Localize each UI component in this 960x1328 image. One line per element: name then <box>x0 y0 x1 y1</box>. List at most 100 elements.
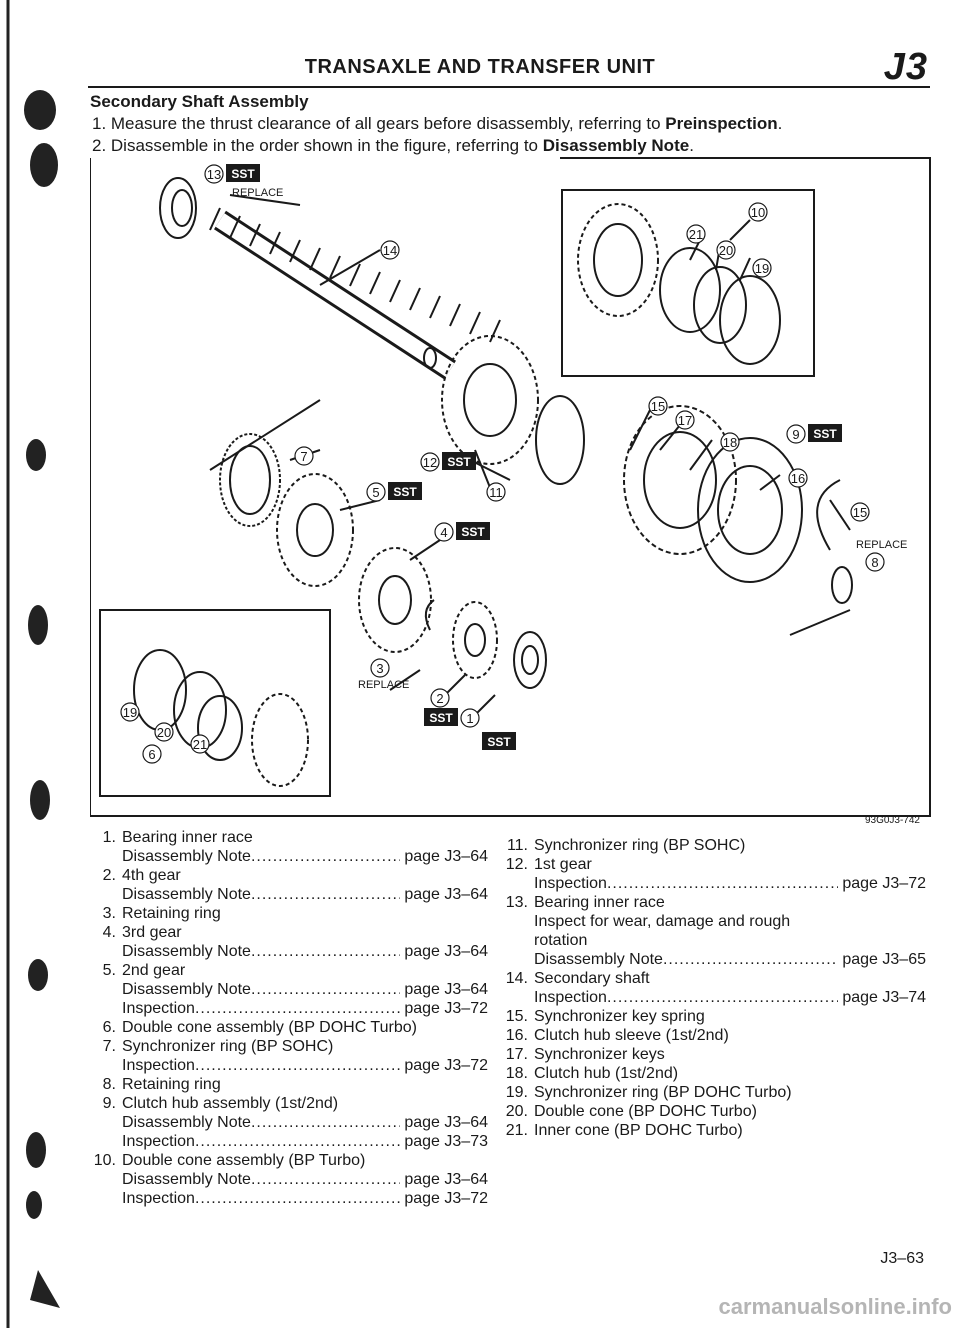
step-2: 2. Disassemble in the order shown in the… <box>92 136 694 155</box>
reference-label: Inspection <box>122 1190 195 1207</box>
svg-text:3: 3 <box>376 661 383 676</box>
svg-text:8: 8 <box>871 555 878 570</box>
part-item: 14.Secondary shaft <box>500 969 926 988</box>
part-number: 18. <box>505 1065 528 1082</box>
part-reference: Disassembly Note page J3–64 <box>88 885 488 904</box>
part-item: 20.Double cone (BP DOHC Turbo) <box>500 1102 926 1121</box>
callout-3: 3 <box>370 658 390 678</box>
reference-page: page J3–74 <box>842 989 926 1006</box>
part-number: 9. <box>102 1095 116 1112</box>
svg-text:20: 20 <box>719 243 733 258</box>
reference-label: Disassembly Note <box>534 951 663 968</box>
svg-text:14: 14 <box>383 243 397 258</box>
svg-text:13: 13 <box>207 167 221 182</box>
callout-17: 17 <box>675 410 695 430</box>
reference-label: Inspection <box>122 1057 195 1074</box>
reference-leader <box>251 847 400 866</box>
callout-6: 6 <box>142 744 162 764</box>
part-reference: Disassembly Note page J3–64 <box>88 980 488 999</box>
sst-badge-9: SST <box>808 424 842 442</box>
part-reference: Inspection page J3–72 <box>88 999 488 1018</box>
reference-label: Inspection <box>122 1000 195 1017</box>
reference-page: page J3–64 <box>404 1114 488 1131</box>
section-title: Secondary Shaft Assembly <box>90 92 309 111</box>
sst-badge-13: SST <box>226 164 260 182</box>
clutch-hub-assembly-9 <box>623 405 737 555</box>
part-item: 2.4th gear <box>88 866 488 885</box>
part-reference: Inspectionpage J3–72 <box>88 1056 488 1075</box>
svg-text:SST: SST <box>813 427 837 441</box>
callout-12: 12 <box>420 452 440 472</box>
part-reference: Inspectionpage J3–72 <box>88 1189 488 1208</box>
reference-page: page J3–64 <box>404 1171 488 1188</box>
second-gear-5 <box>276 473 354 587</box>
part-name: 4th gear <box>122 867 181 884</box>
exploded-view-figure: 13 SST REPLACE 14 10 21 20 19 1 5 <box>90 157 931 817</box>
callout-14: 14 <box>380 240 400 260</box>
part-item: 19.Synchronizer ring (BP DOHC Turbo) <box>500 1083 926 1102</box>
part-number: 15. <box>505 1008 528 1025</box>
reference-leader <box>251 980 400 999</box>
reference-label: Disassembly Note <box>122 981 251 998</box>
replace-label-3: REPLACE <box>358 679 409 691</box>
reference-label: Disassembly Note <box>122 886 251 903</box>
header-rule <box>88 86 930 88</box>
reference-page: page J3–72 <box>404 1000 488 1017</box>
svg-text:19: 19 <box>123 705 137 720</box>
svg-text:19: 19 <box>755 261 769 276</box>
reference-label: Disassembly Note <box>122 848 251 865</box>
part-item: 21.Inner cone (BP DOHC Turbo) <box>500 1121 926 1140</box>
page-number: J3–63 <box>880 1250 924 1267</box>
part-number: 21. <box>505 1122 528 1139</box>
part-item: 16.Clutch hub sleeve (1st/2nd) <box>500 1026 926 1045</box>
part-item: 5.2nd gear <box>88 961 488 980</box>
replace-label-8: REPLACE <box>856 539 907 551</box>
part-note-text: Inspect for wear, damage and rough <box>534 913 791 930</box>
third-gear-4 <box>358 547 432 653</box>
part-number: 11. <box>506 837 528 854</box>
part-number: 13. <box>505 894 528 911</box>
part-number: 5. <box>102 962 116 979</box>
part-name: Clutch hub assembly (1st/2nd) <box>122 1095 339 1112</box>
svg-text:SST: SST <box>461 525 485 539</box>
part-item: 8.Retaining ring <box>88 1075 488 1094</box>
sst-badge-1: SST <box>482 732 516 750</box>
part-reference: Disassembly Notepage J3–64 <box>88 1113 488 1132</box>
reference-page: page J3–64 <box>404 981 488 998</box>
svg-text:SST: SST <box>393 485 417 499</box>
part-name: Secondary shaft <box>534 970 650 987</box>
part-name: Synchronizer keys <box>534 1046 665 1063</box>
part-name: Synchronizer ring (BP SOHC) <box>534 837 746 854</box>
svg-text:SST: SST <box>447 455 471 469</box>
svg-text:9: 9 <box>792 427 799 442</box>
part-name: Double cone assembly (BP Turbo) <box>122 1152 366 1169</box>
part-reference: Inspectionpage J3–74 <box>500 988 926 1007</box>
sst-badge-5: SST <box>388 482 422 500</box>
part-number: 8. <box>102 1076 116 1093</box>
svg-text:21: 21 <box>193 737 207 752</box>
reference-page: page J3–64 <box>404 943 488 960</box>
part-item: 18.Clutch hub (1st/2nd) <box>500 1064 926 1083</box>
sst-badge-12: SST <box>442 452 476 470</box>
reference-leader <box>195 1189 400 1208</box>
svg-text:SST: SST <box>487 735 511 749</box>
callout-20-top: 20 <box>716 240 736 260</box>
reference-page: page J3–64 <box>404 886 488 903</box>
svg-text:2: 2 <box>436 691 443 706</box>
reference-leader <box>251 1170 400 1189</box>
part-number: 20. <box>505 1103 528 1120</box>
reference-leader <box>195 999 400 1018</box>
svg-text:11: 11 <box>489 485 503 500</box>
callout-21-bottom: 21 <box>190 734 210 754</box>
part-number: 17. <box>505 1046 528 1063</box>
reference-leader <box>195 1132 400 1151</box>
part-item: 4.3rd gear <box>88 923 488 942</box>
callout-19-bottom: 19 <box>120 702 140 722</box>
parts-list-right: 11.Synchronizer ring (BP SOHC)12.1st gea… <box>500 836 926 1140</box>
svg-text:5: 5 <box>372 485 379 500</box>
svg-text:1: 1 <box>466 711 473 726</box>
callout-10: 10 <box>748 202 768 222</box>
reference-label: Inspection <box>534 875 607 892</box>
first-gear-12 <box>441 335 539 465</box>
